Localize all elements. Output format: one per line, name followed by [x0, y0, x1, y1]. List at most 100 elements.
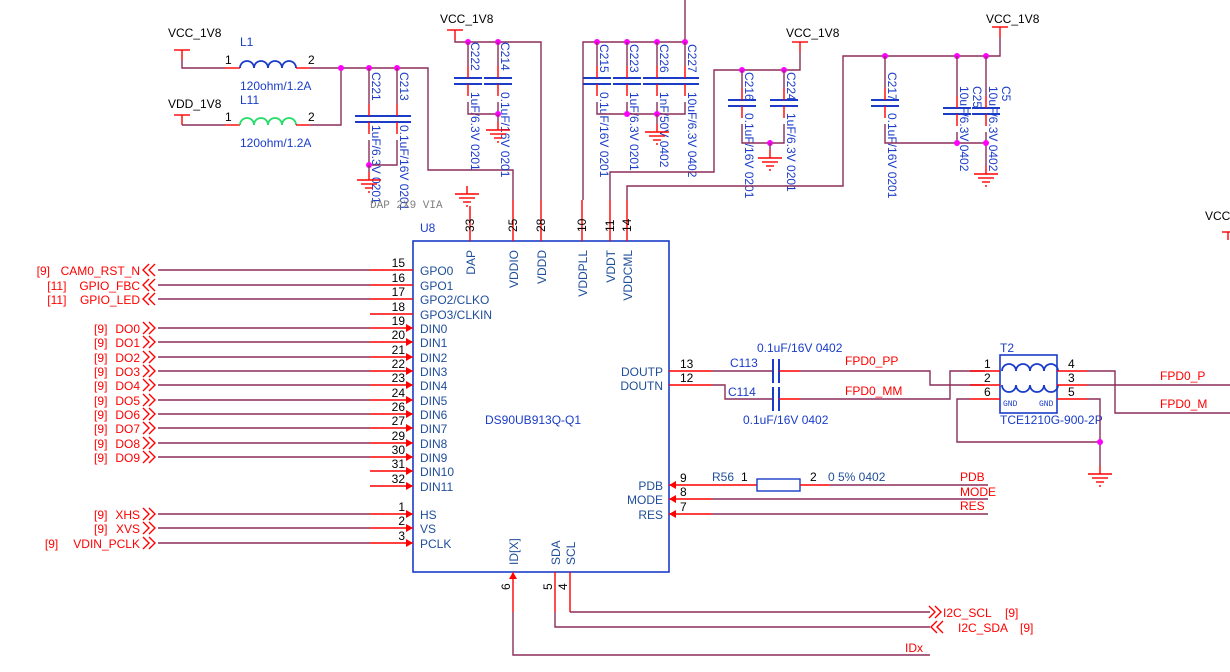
capacitor-value: 0.1uF/16V 0402 [743, 413, 829, 427]
resistor-r56-body [756, 478, 801, 492]
pin-number: 27 [392, 414, 406, 428]
capacitor-c213 [383, 115, 411, 123]
transformer-t2-body [999, 354, 1058, 414]
pin-number: 22 [392, 357, 406, 371]
capacitor-value: 0.1uF/16V 0201 [397, 125, 411, 211]
net-label: IDx [905, 641, 923, 655]
pin-number: 32 [392, 472, 406, 486]
chevron-stroke [148, 292, 156, 306]
capacitor-value: 10uF/6.3V 0402 [957, 86, 971, 172]
net-sheet-ref: [9] [94, 379, 107, 393]
chevron-stroke [142, 507, 150, 521]
net-label: DO7 [115, 422, 140, 436]
net-sheet-ref: [9] [94, 351, 107, 365]
net-sheet-ref: [9] [94, 322, 107, 336]
junction-dot [983, 140, 989, 146]
arrow-icon [406, 482, 413, 490]
chevron-stroke [142, 450, 150, 464]
net-label: CAM0_RST_N [61, 264, 140, 278]
capacitor-ref: C215 [597, 44, 611, 73]
pin-number: 33 [463, 218, 477, 232]
ground-icon [486, 122, 510, 143]
pin-number: 30 [392, 443, 406, 457]
chevron-stroke [148, 407, 156, 421]
net-sheet-ref: [9] [94, 394, 107, 408]
inductor-coil [239, 117, 297, 126]
capacitor-c216 [728, 99, 756, 107]
power-label-vdd-1v8: VDD_1V8 [168, 97, 222, 111]
pin-name: DOUTN [620, 379, 663, 393]
pin-number: 8 [680, 485, 687, 499]
capacitor-ref: C5 [999, 86, 1013, 102]
chevron-stroke [930, 620, 938, 634]
net-sheet-ref: [9] [94, 522, 107, 536]
port-chevron-icon [142, 378, 156, 392]
pin-number: 20 [392, 328, 406, 342]
arrow-icon [669, 495, 676, 503]
arrow-icon [406, 424, 413, 432]
power-label-vcc-1v8: VCC_1V8 [986, 12, 1040, 26]
pin-name: DIN8 [420, 437, 448, 451]
pin-number: 28 [534, 218, 548, 232]
capacitor-c222 [454, 77, 482, 85]
pin-number: 12 [680, 371, 694, 385]
arrow-icon [406, 467, 413, 475]
arrow-icon [669, 510, 676, 518]
chevron-stroke [148, 521, 156, 535]
ground-icon [1088, 466, 1112, 487]
net-sheet-ref: [11] [47, 293, 66, 307]
chevron-stroke [142, 378, 150, 392]
dap-note: DAP 2X9 VIA [370, 200, 443, 212]
port-chevron-icon [142, 263, 156, 277]
chevron-stroke [148, 450, 156, 464]
pin-number: 23 [392, 371, 406, 385]
pin-number: 2 [810, 470, 817, 484]
chevron-stroke [142, 393, 150, 407]
pin-number: 1 [741, 470, 748, 484]
net-label: FPD0_MM [845, 384, 902, 398]
net-sheet-ref: [9] [94, 451, 107, 465]
net-label: FPD0_M [1160, 397, 1207, 411]
pin-name: SDA [549, 540, 563, 565]
pin-name: DIN10 [420, 465, 454, 479]
inductor-coil [1001, 384, 1059, 393]
pin-number: 9 [680, 471, 687, 485]
capacitor-c227 [671, 77, 699, 85]
net-label: DO3 [115, 365, 140, 379]
chevron-stroke [936, 620, 944, 634]
port-chevron-icon [142, 350, 156, 364]
pin-number: 29 [392, 429, 406, 443]
capacitor-value: 1uF/6.3V 0201 [468, 92, 482, 171]
inductor-ref: L1 [240, 35, 254, 49]
wire [800, 370, 985, 400]
capacitor-c221 [355, 115, 383, 123]
chevron-stroke [142, 407, 150, 421]
arrow-icon [406, 439, 413, 447]
wire [467, 102, 499, 115]
pin-number: 21 [392, 343, 406, 357]
transformer-part-number: TCE1210G-900-2P [1000, 413, 1103, 427]
wire [884, 124, 986, 144]
pin-number: 18 [392, 300, 406, 314]
wire [596, 102, 686, 115]
capacitor-ref: C216 [742, 72, 756, 101]
capacitor-value: 0.1uF/16V 0201 [498, 92, 512, 178]
net-label: PDB [960, 470, 985, 484]
pin-number: 1 [225, 110, 232, 124]
capacitor-c217 [871, 99, 899, 107]
net-label: MODE [960, 485, 996, 499]
port-chevron-icon [142, 393, 156, 407]
net-label: RES [960, 499, 985, 513]
pin-name: DIN5 [420, 394, 448, 408]
pin-number: 26 [392, 400, 406, 414]
net-label: DO0 [115, 322, 140, 336]
pin-name: DIN7 [420, 422, 448, 436]
chevron-stroke [148, 364, 156, 378]
pin-name: DIN9 [420, 451, 448, 465]
chevron-stroke [142, 292, 150, 306]
capacitor-value: 1nF/50V 0402 [657, 92, 671, 168]
chevron-stroke [148, 278, 156, 292]
chevron-stroke [148, 507, 156, 521]
inductor-coil [239, 60, 297, 69]
power-label-vcc: VCC [1205, 209, 1230, 223]
